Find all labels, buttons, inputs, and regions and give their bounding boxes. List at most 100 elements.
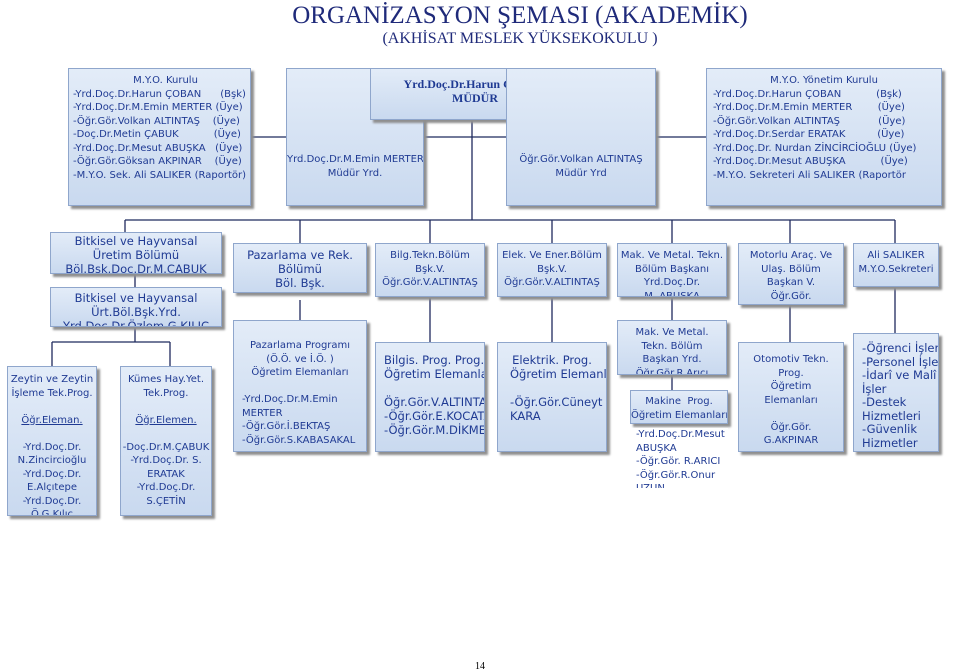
elektrik-program-box: Elektrik. Prog.Öğretim Elemanları -Öğr.G… — [497, 342, 607, 452]
motorlu-2-line: Öğr.Gör. — [770, 421, 812, 433]
yonetim-line: -Yrd.Doç.Dr.Mesut ABUŞKA (Üye) — [713, 156, 908, 167]
kumes-line: Tek.Prog. — [143, 387, 189, 399]
mak-2-line: Tekn. Bölüm — [641, 340, 703, 352]
makine-line: Makine Prog. — [645, 396, 713, 407]
elek-2-line: Öğretim Elemanları — [510, 367, 607, 381]
makine-list-line: -Öğr.Gör.R.Onur — [636, 469, 716, 481]
yonetim-line: -Öğr.Gör.Volkan ALTINTAŞ (Üye) — [713, 115, 906, 127]
ogrenci-line: İşler — [862, 381, 887, 396]
motorlu-2-line: G.AKPINAR — [763, 435, 819, 446]
ogrenci-line: -Personel İşleri — [862, 354, 939, 369]
ogrenci-line: -Öğrenci İşleri — [862, 341, 939, 355]
zeytin-line: N.Zincircioğlu — [17, 455, 87, 466]
zeytin-line: -Yrd.Doç.Dr. — [22, 495, 82, 507]
motorlu-2-line: Öğretim — [770, 381, 812, 392]
mak-2-line: Öğr.Gör.R.Arıcı — [635, 367, 709, 375]
yonetim-line: -M.Y.O. Sekreteri Ali SALIKER (Raportör — [713, 169, 906, 181]
ogrenci-line: -İdarî ve Malî — [862, 368, 937, 382]
mudur-yrd-1-line: Müdür Yrd. — [327, 167, 383, 179]
pazarlama-program-box: Pazarlama Programı(Ö.Ö. ve İ.Ö. )Öğretim… — [233, 320, 367, 452]
bilg-2-line: Öğr.Gör.V.ALTINTAŞ — [384, 395, 485, 409]
pazarlama-2-line: (Ö.Ö. ve İ.Ö. ) — [266, 353, 334, 365]
yonetim-line: -Yrd.Doç.Dr. Nurdan ZİNCİRCİOĞLU (Üye) — [713, 142, 917, 154]
kumes-line — [121, 427, 211, 441]
pazarlama-1-line: Bölümü — [278, 262, 322, 276]
mudur-yardimcisi-1-text: Yrd.Doç.Dr.M.Emin MERTER Müdür Yrd. — [287, 153, 423, 180]
myo-kurulu-box: M.Y.O. Kurulu -Yrd.Doç.Dr.Harun ÇOBAN (B… — [68, 68, 251, 206]
zeytin-line: -Yrd.Doç.Dr. — [22, 468, 82, 480]
idari-isler-text: -Öğrenci İşleri-Personel İşleri-İdarî ve… — [862, 341, 939, 450]
kurul-left-line: -Yrd.Doç.Dr.Harun ÇOBAN (Bşk) — [73, 88, 246, 100]
pazarlama-2-line: -Öğr.Gör.S.KABASAKAL — [242, 434, 356, 446]
bilg-2-line: -Öğr.Gör.E.KOCATAŞ — [384, 409, 484, 423]
mak-2-line: Başkan Yrd. — [642, 354, 702, 365]
pazarlama-2-line: -Yrd.Doç.Dr.M.Emin — [242, 394, 338, 405]
elek-1-line: Elek. Ve Ener.Bölüm — [502, 250, 602, 261]
elektrik-program-text: Elektrik. Prog.Öğretim Elemanları -Öğr.G… — [510, 353, 607, 423]
motorlu-1-line: Motorlu Araç. Ve — [749, 250, 833, 261]
kumes-program-box: Kümes Hay.Yet.Tek.Prog. Öğr.Elemen. -Doç… — [120, 366, 212, 516]
mak-1-line: Yrd.Doç.Dr. — [643, 277, 701, 288]
bilg-2-line: Bilgis. Prog. Prog. — [384, 353, 485, 367]
elek-2-line: Elektrik. Prog. — [512, 353, 592, 367]
motorlu-1-line: Öğr.Gör. — [770, 290, 812, 302]
elek-1-line: Öğr.Gör.V.ALTINTAŞ — [504, 277, 600, 288]
zeytin-line: E.Alçıtepe — [27, 482, 77, 493]
makine-program-text: Makine Prog.Öğretim Elemanları — [631, 395, 727, 422]
bitkisel-2-line: Bitkisel ve Hayvansal — [74, 291, 198, 305]
myo-kurulu-heading: M.Y.O. Kurulu — [133, 75, 198, 86]
idari-isler-box: -Öğrenci İşleri-Personel İşleri-İdarî ve… — [853, 333, 939, 452]
kurul-left-line: -Öğr.Gör.Göksan AKPINAR (Üye) — [73, 156, 242, 167]
makine-list-line: ABUŞKA — [636, 442, 677, 454]
ali-line: Ali SALIKER — [867, 250, 925, 261]
bilg-2-line: -Öğr.Gör.M.DİKMEN — [384, 423, 485, 437]
elek-2-line: KARA — [510, 409, 541, 423]
motorlu-1-line: Başkan V. — [766, 277, 816, 288]
mudur-yrd-2-line: Öğr.Gör.Volkan ALTINTAŞ — [519, 154, 643, 165]
mudur-yrd-1-line: Yrd.Doç.Dr.M.Emin MERTER — [287, 154, 424, 165]
zeytin-line: İşleme Tek.Prog. — [11, 387, 93, 399]
kurul-left-line: -Öğr.Gör.Volkan ALTINTAŞ (Üye) — [73, 115, 240, 127]
makine-list-line: UZUN — [636, 482, 722, 488]
bilg-1-line: Bilg.Tekn.Bölüm — [390, 250, 470, 261]
pazarlama-2-line: Öğretim Elemanları — [251, 367, 349, 378]
bilg-2-line: Öğretim Elemanları — [384, 367, 485, 381]
bilg-1-line: Öğr.Gör.V.ALTINTAŞ — [382, 277, 478, 288]
motorlu-1-line: Ulaş. Bölüm — [761, 263, 821, 275]
bilgisayar-program-box: Bilgis. Prog. Prog.Öğretim Elemanları Öğ… — [375, 342, 485, 452]
kumes-line: Öğr.Elemen. — [135, 414, 197, 426]
yonetim-line: -Yrd.Doç.Dr.M.Emin MERTER (Üye) — [713, 102, 905, 113]
pazarlama-program-text: Pazarlama Programı(Ö.Ö. ve İ.Ö. )Öğretim… — [242, 339, 358, 447]
makine-program-box: Makine Prog.Öğretim Elemanları — [630, 390, 728, 424]
kurul-left-line: -Yrd.Doç.Dr.Mesut ABUŞKA (Üye) — [73, 142, 243, 154]
kurul-left-line: -M.Y.O. Sek. Ali SALIKER (Raportör) — [73, 169, 247, 181]
pazarlama-2-line — [242, 380, 358, 394]
bitkisel-2-line: Ürt.Böl.Bşk.Yrd. — [91, 305, 181, 319]
bitkisel-1-line: Bitkisel ve Hayvansal — [74, 234, 198, 248]
pazarlama-1-line: Yrd.Doc.Dr.M.E.MERT — [234, 290, 366, 292]
pazarlama-2-line: -Öğr.Gör.İ.BEKTAŞ — [242, 421, 331, 432]
kurul-left-line: -Doç.Dr.Metin ÇABUK (Üye) — [73, 129, 241, 140]
page-title: ORGANİZASYON ŞEMASI (AKADEMİK) — [292, 2, 748, 29]
yonetim-line: -Yrd.Doç.Dr.Serdar ERATAK (Üye) — [713, 129, 905, 140]
makine-list-line: -Yrd.Doç.Dr.Mesut — [636, 429, 725, 440]
yonetim-line: -Yrd.Doç.Dr.Harun ÇOBAN (Bşk) — [713, 88, 902, 100]
motorlu-2-line — [739, 407, 843, 421]
kumes-line — [121, 400, 211, 414]
yonetim-kurulu-heading: M.Y.O. Yönetim Kurulu — [770, 75, 878, 86]
